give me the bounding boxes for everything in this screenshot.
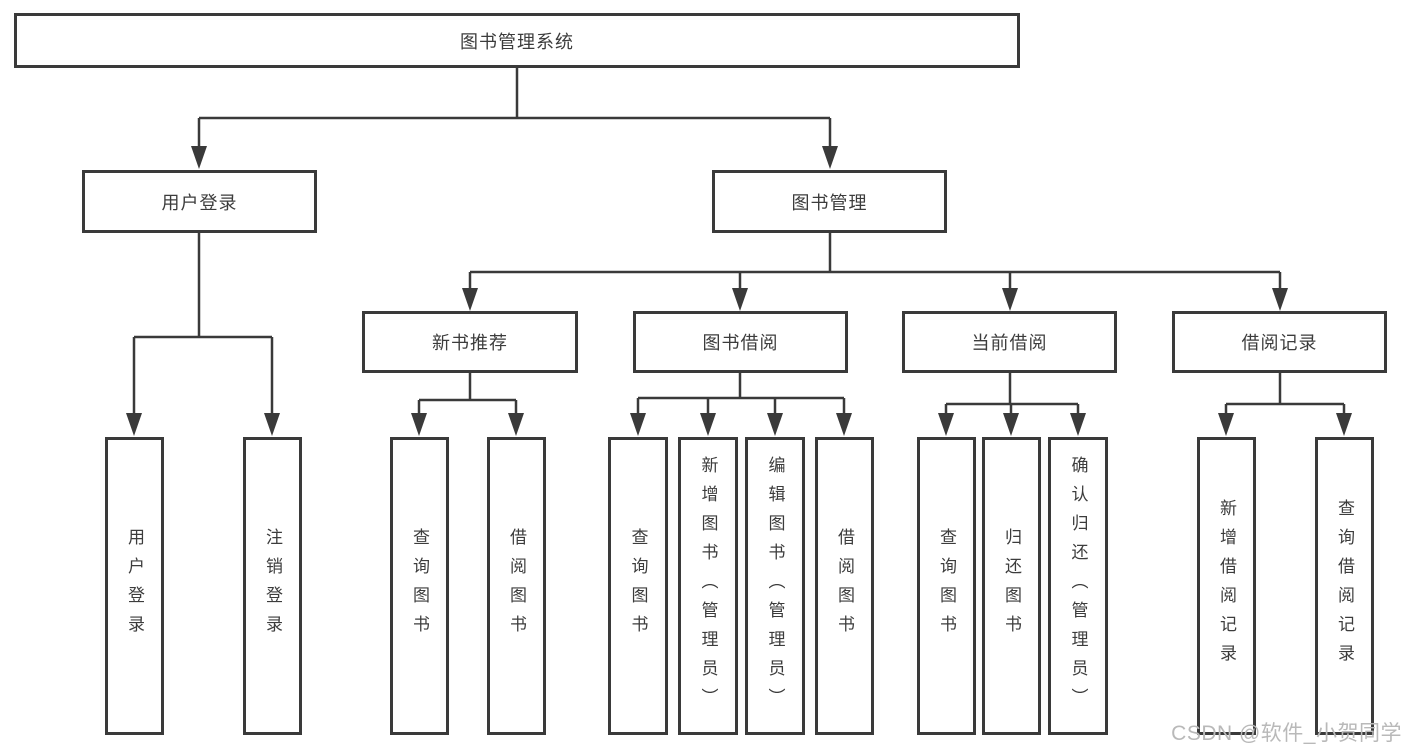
node-current-borrowing: 当前借阅 bbox=[902, 311, 1117, 373]
leaf-query-books-recommend: 查询图书 bbox=[390, 437, 449, 735]
node-label: 图书管理系统 bbox=[460, 31, 574, 52]
leaf-confirm-return-admin: 确认归还（管理员） bbox=[1048, 437, 1108, 735]
csdn-watermark: CSDN @软件_小贺同学 bbox=[1171, 722, 1402, 745]
leaf-label: 确认归还（管理员） bbox=[1068, 455, 1088, 717]
leaf-add-borrow-record: 新增借阅记录 bbox=[1197, 437, 1256, 735]
arrowheads bbox=[126, 146, 1352, 436]
leaf-return-books: 归还图书 bbox=[982, 437, 1041, 735]
leaf-label: 借阅图书 bbox=[507, 528, 526, 644]
node-new-book-recommend: 新书推荐 bbox=[362, 311, 578, 373]
leaf-label: 用户登录 bbox=[125, 528, 144, 644]
node-label: 图书借阅 bbox=[702, 333, 779, 353]
leaf-label: 查询图书 bbox=[410, 528, 429, 644]
leaf-label: 查询借阅记录 bbox=[1335, 499, 1354, 673]
node-borrow-records: 借阅记录 bbox=[1172, 311, 1387, 373]
leaf-edit-books-admin: 编辑图书（管理员） bbox=[745, 437, 805, 735]
node-label: 借阅记录 bbox=[1241, 333, 1318, 353]
node-label: 用户登录 bbox=[161, 192, 238, 213]
leaf-query-books-current: 查询图书 bbox=[917, 437, 976, 735]
leaf-label: 新增图书（管理员） bbox=[698, 455, 718, 717]
leaf-label: 借阅图书 bbox=[835, 528, 854, 644]
leaf-add-books-admin: 新增图书（管理员） bbox=[678, 437, 738, 735]
node-book-management: 图书管理 bbox=[712, 170, 947, 233]
leaf-label: 新增借阅记录 bbox=[1217, 499, 1236, 673]
leaf-query-borrow-record: 查询借阅记录 bbox=[1315, 437, 1374, 735]
node-label: 新书推荐 bbox=[432, 333, 508, 353]
leaf-query-books-borrowing: 查询图书 bbox=[608, 437, 668, 735]
leaf-borrow-books: 借阅图书 bbox=[815, 437, 874, 735]
node-label: 图书管理 bbox=[791, 192, 868, 213]
node-label: 当前借阅 bbox=[971, 333, 1048, 353]
leaf-user-login: 用户登录 bbox=[105, 437, 164, 735]
leaf-label: 归还图书 bbox=[1002, 528, 1021, 644]
leaf-label: 编辑图书（管理员） bbox=[765, 455, 785, 717]
node-user-login-group: 用户登录 bbox=[82, 170, 317, 233]
node-book-borrowing: 图书借阅 bbox=[633, 311, 848, 373]
connector-lines bbox=[132, 66, 1346, 417]
leaf-label: 注销登录 bbox=[263, 528, 282, 644]
leaf-label: 查询图书 bbox=[628, 528, 648, 644]
node-root-system: 图书管理系统 bbox=[14, 13, 1020, 68]
leaf-logout: 注销登录 bbox=[243, 437, 302, 735]
leaf-label: 查询图书 bbox=[937, 528, 956, 644]
leaf-borrow-books-recommend: 借阅图书 bbox=[487, 437, 546, 735]
